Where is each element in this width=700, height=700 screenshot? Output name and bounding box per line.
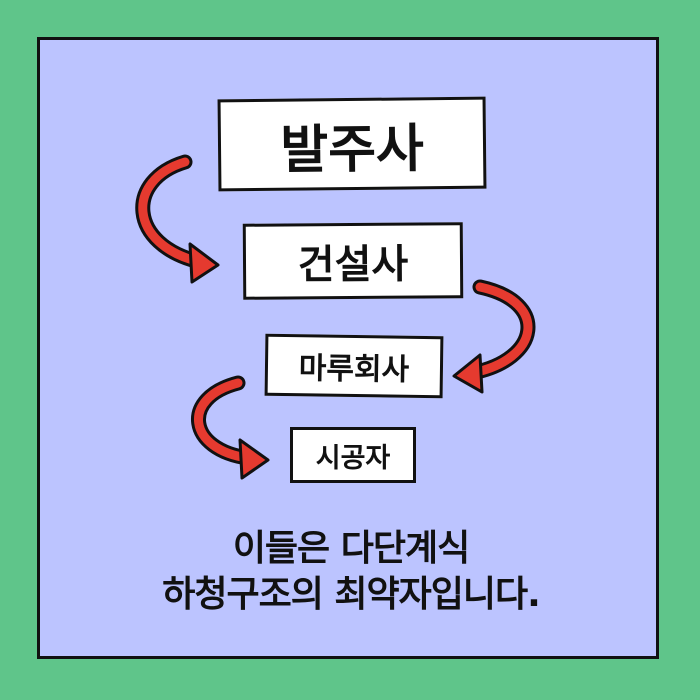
caption-line-2: 하청구조의 최약자입니다. <box>162 574 541 615</box>
node-client-company: 발주사 <box>217 96 487 192</box>
diagram-panel: 발주사 건설사 마루회사 시공자 이들은 다단계식 하청구조의 최약자입니다. <box>37 37 659 659</box>
node-flooring-company: 마루회사 <box>264 333 444 399</box>
arrow-node3-to-node4 <box>191 375 270 480</box>
arrow-node2-to-node3 <box>452 279 536 394</box>
caption-line-1: 이들은 다단계식 <box>232 528 470 569</box>
arrow-node1-to-node2 <box>135 154 220 284</box>
node-installer: 시공자 <box>290 427 416 483</box>
node-construction-company: 건설사 <box>242 222 464 300</box>
